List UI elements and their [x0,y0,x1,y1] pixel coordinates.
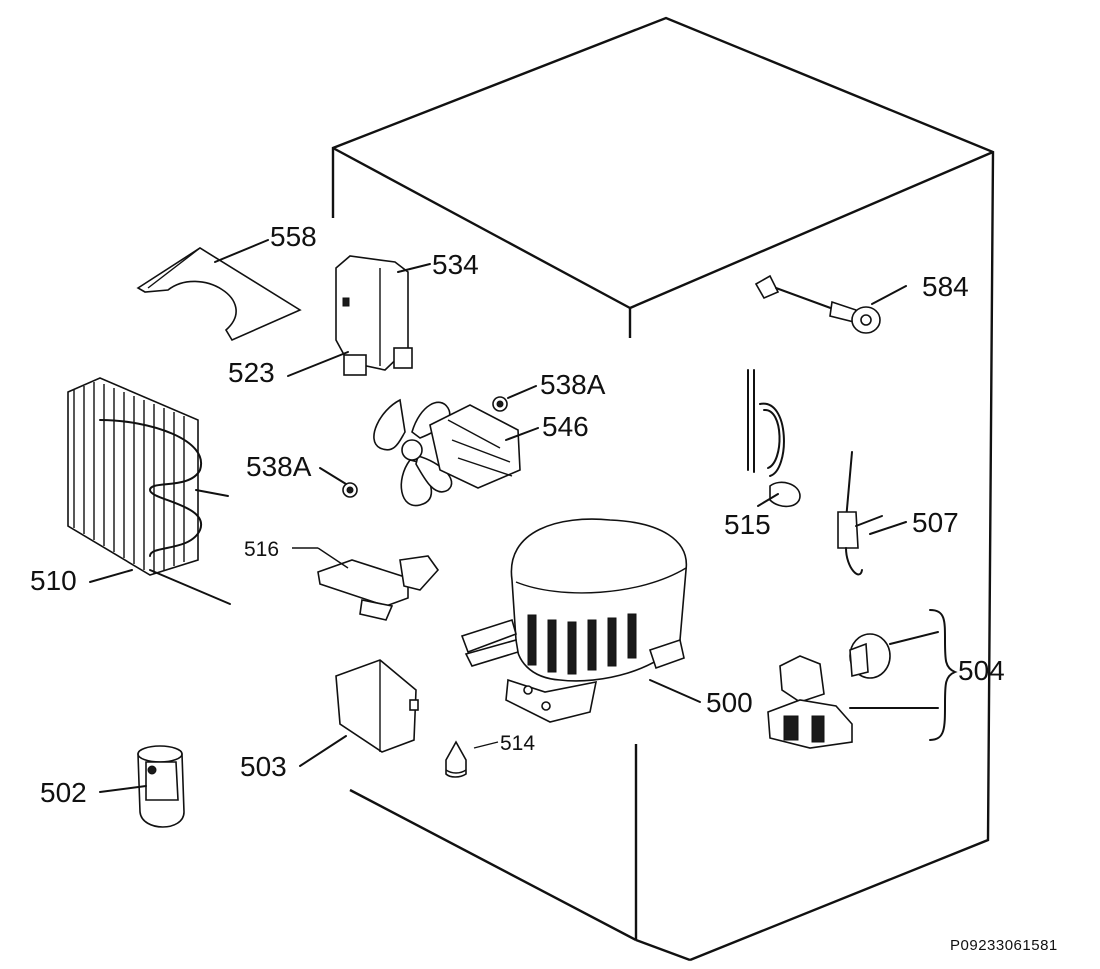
reference-code: P09233061581 [950,937,1058,954]
leader-507 [869,521,907,535]
leader-510 [89,569,133,583]
leader-502 [99,785,147,793]
part-502-filter[interactable] [137,745,185,828]
leader-558 [214,239,269,263]
part-546-fan-motor[interactable] [373,398,521,507]
leader-534 [397,263,431,273]
part-515-heater[interactable] [747,369,801,508]
label-504: 504 [958,655,1005,686]
label-558: 558 [270,221,317,252]
part-516-bracket[interactable] [317,555,440,621]
leader-500 [649,679,701,703]
label-510: 510 [30,565,77,596]
part-500-compressor[interactable] [460,518,688,723]
label-502: 502 [40,777,87,808]
cabinet-outline [331,16,995,962]
label-514: 514 [500,732,535,755]
part-538a-nut-top[interactable] [492,396,508,412]
bracket-504 [929,609,958,741]
part-503-capacitor[interactable] [335,659,419,753]
leader-523 [287,351,349,377]
part-558-cover[interactable] [136,247,302,342]
leader-514 [473,741,499,749]
label-500: 500 [706,687,753,718]
label-516: 516 [244,538,279,561]
leader-584 [871,285,907,305]
part-534-relay-cover[interactable] [335,255,413,376]
label-538a-left: 538A [246,451,312,482]
leader-516b [317,547,349,569]
label-538a-top: 538A [540,369,606,400]
label-534: 534 [432,249,479,280]
part-510-condenser[interactable] [67,377,231,605]
leader-546 [505,427,539,441]
leader-503 [299,735,347,767]
label-507: 507 [912,507,959,538]
label-515: 515 [724,509,771,540]
part-507-sensor[interactable] [837,451,883,576]
label-503: 503 [240,751,287,782]
part-584-probe[interactable] [754,274,881,334]
leader-538a-left [319,467,347,485]
label-584: 584 [922,271,969,302]
part-538a-nut-left[interactable] [342,482,358,498]
leader-515 [757,493,779,507]
part-514-grommet[interactable] [445,740,467,778]
label-523: 523 [228,357,275,388]
leader-538a-top [507,385,537,399]
leader-504-upper [889,631,939,645]
label-546: 546 [542,411,589,442]
part-504-relay-group[interactable] [767,633,891,749]
